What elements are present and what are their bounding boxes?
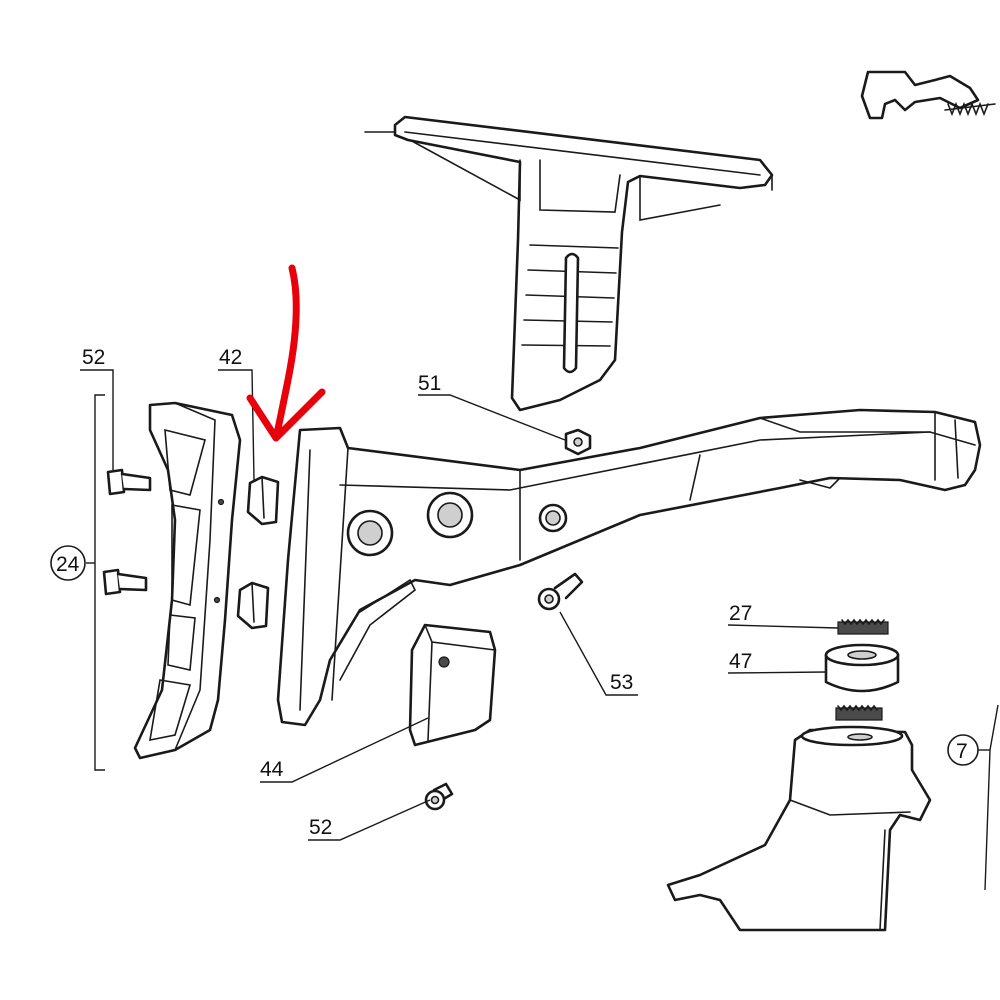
leader-42: [218, 369, 255, 481]
partial-component-top-right: [860, 70, 996, 120]
clip-part-42-upper: [246, 475, 280, 526]
base-support-part-7: [666, 725, 932, 932]
leader-51: [418, 394, 566, 441]
leader-52-top: [80, 369, 114, 470]
label-27: 27: [729, 602, 752, 625]
screw-52-upper: [106, 468, 152, 496]
nut-part-51: [564, 428, 592, 456]
leader-27: [727, 624, 839, 629]
screw-52-bottom: [424, 782, 454, 811]
shaped-pad-part-24: [133, 401, 242, 760]
label-51: 51: [418, 372, 441, 395]
leader-53: [559, 611, 638, 696]
label-44: 44: [260, 758, 284, 781]
ring-part-27-upper: [837, 618, 889, 635]
bracket-24: [94, 394, 105, 771]
upper-bracket-part: [364, 115, 774, 412]
leader-47: [727, 671, 827, 674]
label-52-bottom: 52: [309, 816, 332, 839]
clip-part-42-lower: [236, 581, 270, 630]
screw-52-lower: [102, 568, 148, 596]
bolt-part-53: [537, 572, 584, 611]
label-47: 47: [729, 650, 752, 673]
callout-circle-24: [50, 545, 86, 581]
leader-52-bottom: [308, 799, 431, 841]
red-annotation-arrow: [246, 264, 326, 442]
callout-circle-7: [947, 734, 979, 766]
label-53: 53: [610, 671, 633, 694]
bushing-part-47: [824, 643, 900, 693]
label-42: 42: [219, 346, 242, 369]
cap-part-44: [408, 623, 497, 747]
bracket-7: [984, 704, 999, 891]
label-7: 7: [956, 740, 968, 763]
main-arm-part: [276, 408, 982, 727]
ring-part-27-lower: [835, 704, 883, 721]
label-52-top: 52: [82, 346, 105, 369]
leader-44: [260, 717, 429, 783]
label-24: 24: [56, 553, 80, 576]
